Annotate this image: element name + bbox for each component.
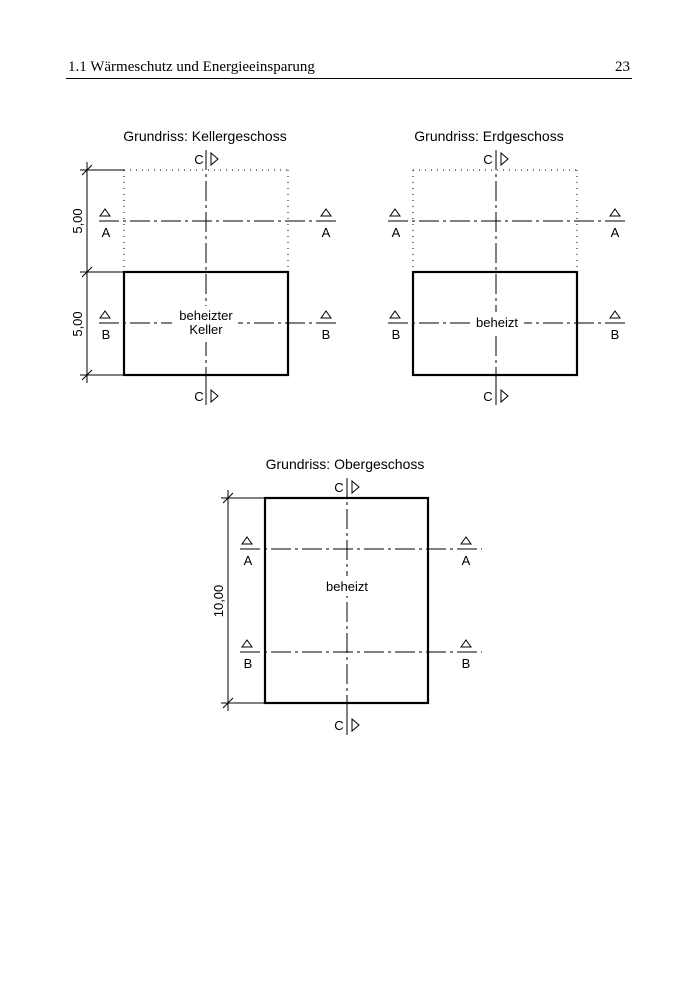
- section-marker-b-left-erdgeschoss: [389, 310, 401, 319]
- section-label-a-right-keller: A: [322, 225, 331, 240]
- section-label-b-left-erdgeschoss: B: [392, 327, 401, 342]
- dimension-lower-keller: 5,00: [70, 311, 85, 336]
- section-marker-a-right-keller: [320, 208, 332, 217]
- outline-above-keller: [123, 169, 289, 272]
- section-label-a-left-erdgeschoss: A: [392, 225, 401, 240]
- section-marker-a-right-obergeschoss: [460, 536, 472, 545]
- plan-erdgeschoss: Grundriss: Erdgeschoss beheizt A A B B C…: [388, 128, 629, 405]
- dimension-upper-keller: 5,00: [70, 208, 85, 233]
- section-label-b-right-keller: B: [322, 327, 331, 342]
- page-number: 23: [615, 59, 630, 75]
- dimension-obergeschoss: 10,00: [211, 585, 226, 618]
- plan-obergeschoss: Grundriss: Obergeschoss beheizt A A B B …: [211, 456, 482, 735]
- room-label-bg-obergeschoss: [320, 576, 374, 596]
- section-label-b-left-obergeschoss: B: [244, 656, 253, 671]
- section-marker-b-right-obergeschoss: [460, 639, 472, 648]
- room-label-keller-line2: Keller: [189, 322, 223, 337]
- section-label-c-top-keller: C: [194, 152, 203, 167]
- room-label-bg-erdgeschoss: [470, 312, 524, 332]
- section-marker-a-right-erdgeschoss: [609, 208, 621, 217]
- section-marker-b-right-erdgeschoss: [609, 310, 621, 319]
- section-label-c-bottom-obergeschoss: C: [334, 718, 343, 733]
- page-header: 1.1 Wärmeschutz und Energieeinsparung 23: [66, 58, 632, 79]
- section-marker-b-left-obergeschoss: [241, 639, 253, 648]
- section-marker-b-right-keller: [320, 310, 332, 319]
- room-label-bg-keller: [172, 306, 238, 342]
- section-marker-c-bottom-obergeschoss: [351, 717, 360, 733]
- chapter-title: 1.1 Wärmeschutz und Energieeinsparung: [68, 59, 315, 75]
- plan-title-obergeschoss: Grundriss: Obergeschoss: [266, 456, 425, 472]
- plan-title-keller: Grundriss: Kellergeschoss: [123, 128, 286, 144]
- plan-kellergeschoss: Grundriss: Kellergeschoss beheizter Kell…: [70, 128, 340, 405]
- section-marker-c-bottom-erdgeschoss: [500, 388, 509, 404]
- dimension-chain-obergeschoss: [221, 490, 265, 711]
- room-label-keller-line1: beheizter: [179, 308, 233, 323]
- section-marker-b-left-keller: [99, 310, 111, 319]
- section-marker-c-top-keller: [210, 151, 219, 167]
- section-label-b-left-keller: B: [102, 327, 111, 342]
- section-label-c-bottom-keller: C: [194, 389, 203, 404]
- section-label-c-top-erdgeschoss: C: [483, 152, 492, 167]
- section-label-a-right-obergeschoss: A: [462, 553, 471, 568]
- section-marker-c-top-obergeschoss: [351, 479, 360, 495]
- section-marker-a-left-erdgeschoss: [389, 208, 401, 217]
- section-marker-c-top-erdgeschoss: [500, 151, 509, 167]
- room-label-erdgeschoss: beheizt: [476, 315, 518, 330]
- section-marker-a-left-obergeschoss: [241, 536, 253, 545]
- section-label-b-right-erdgeschoss: B: [611, 327, 620, 342]
- room-label-obergeschoss: beheizt: [326, 579, 368, 594]
- section-marker-a-left-keller: [99, 208, 111, 217]
- section-label-c-bottom-erdgeschoss: C: [483, 389, 492, 404]
- section-marker-c-bottom-keller: [210, 388, 219, 404]
- section-label-b-right-obergeschoss: B: [462, 656, 471, 671]
- outline-above-erdgeschoss: [412, 169, 578, 272]
- section-label-a-right-erdgeschoss: A: [611, 225, 620, 240]
- section-label-a-left-keller: A: [102, 225, 111, 240]
- section-label-c-top-obergeschoss: C: [334, 480, 343, 495]
- plan-title-erdgeschoss: Grundriss: Erdgeschoss: [414, 128, 563, 144]
- dimension-chain-keller: [80, 162, 124, 383]
- section-label-a-left-obergeschoss: A: [244, 553, 253, 568]
